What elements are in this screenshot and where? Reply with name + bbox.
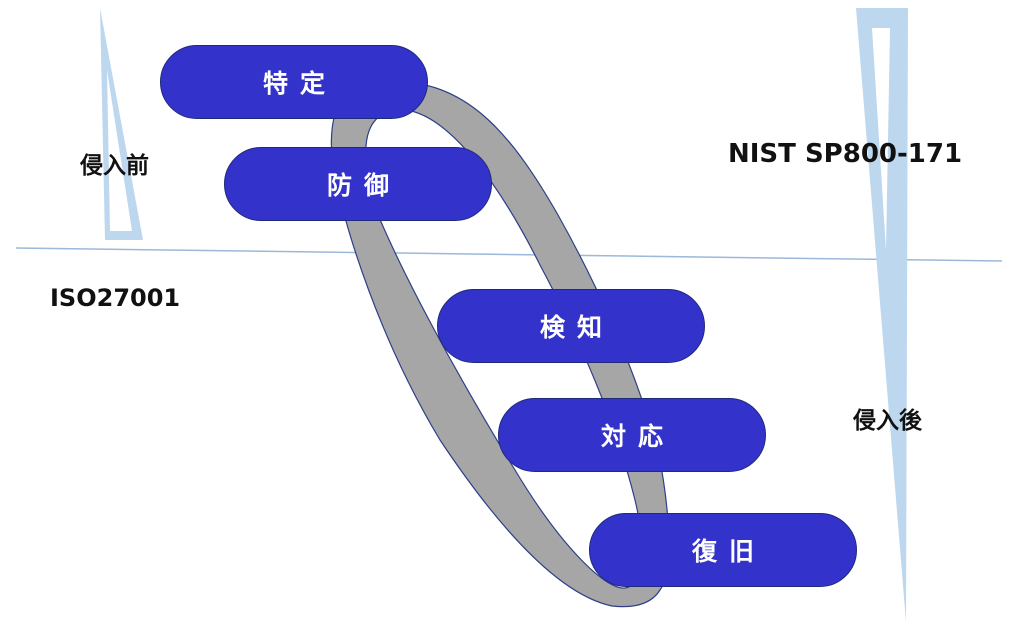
stage-identify-label: 特定 — [262, 69, 337, 98]
nist-label: NIST SP800-171 — [728, 139, 963, 169]
after-intrusion-label: 侵入後 — [853, 408, 922, 434]
stage-protect: 防御 — [224, 147, 492, 221]
stage-recover-label: 復旧 — [691, 537, 766, 566]
stage-detect: 検知 — [437, 289, 705, 363]
before-intrusion-label: 侵入前 — [80, 153, 149, 179]
stage-recover: 復旧 — [589, 513, 857, 587]
iso-label: ISO27001 — [50, 284, 181, 312]
nist-scope-wedge-inner — [872, 28, 890, 250]
iso-scope-wedge-inner — [107, 70, 132, 231]
divider-line — [15, 247, 1003, 262]
stage-respond-label: 対応 — [600, 422, 675, 451]
stage-protect-label: 防御 — [326, 171, 401, 200]
stage-respond: 対応 — [498, 398, 766, 472]
stage-identify: 特定 — [160, 45, 428, 119]
nist-scope-wedge — [856, 8, 908, 622]
stage-detect-label: 検知 — [539, 313, 614, 342]
